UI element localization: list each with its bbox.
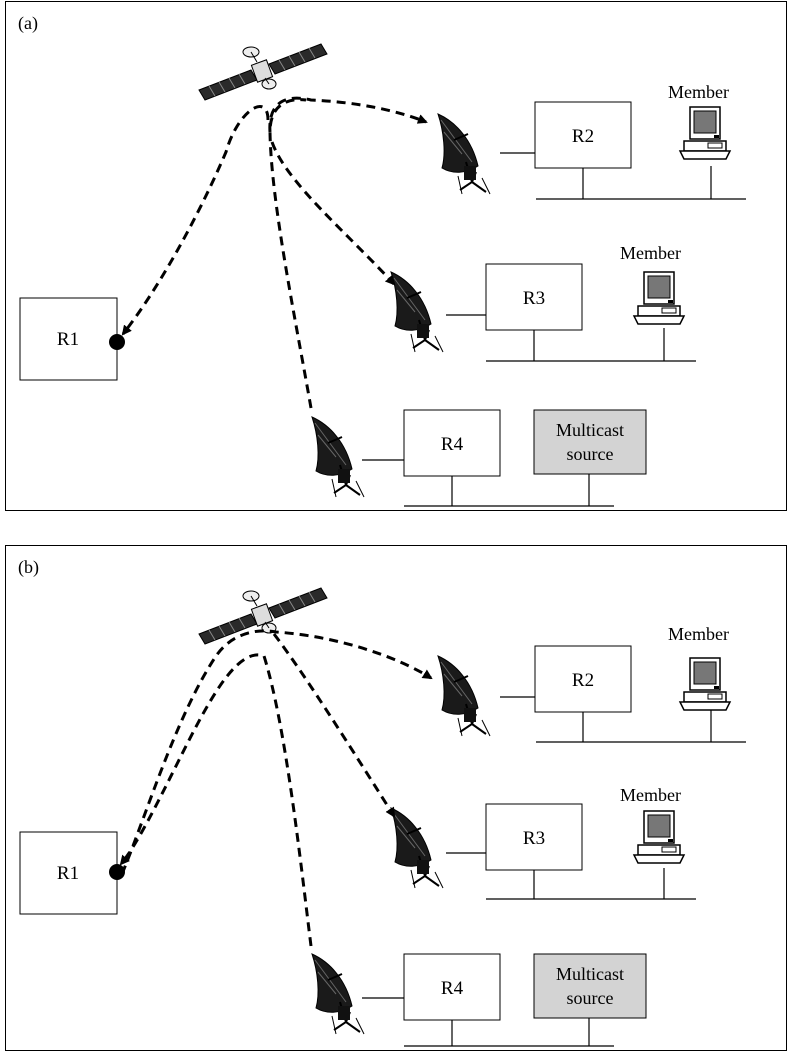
lan-r3 [486,328,696,362]
multicast-source-box [533,409,647,475]
lan-r3 [486,868,696,900]
router-r2-box [534,101,632,169]
router-r3-label: R3 [523,828,545,849]
satellite-dish-icon [437,655,491,737]
member-label: Member [620,785,681,805]
satellite-dish-icon [390,271,444,353]
panel-a: (a) R1 R2 Member R3 Member R4 Multicast … [5,1,787,511]
lan-r4 [404,1018,614,1047]
router-r1-label: R1 [57,329,79,350]
router-endpoint-dot [109,334,125,350]
satellite-dish-icon [437,113,491,195]
uplink-arrow-r4-to-r1 [119,653,313,947]
multicast-source-label-line1: Multicast [556,964,624,984]
router-r4-box [403,409,501,477]
multicast-source-box [533,953,647,1019]
router-r2-box [534,645,632,713]
multicast-source-label-line2: source [567,988,614,1008]
computer-icon [633,810,685,864]
router-r4-label: R4 [441,978,464,999]
router-r4-label: R4 [441,434,464,455]
satellite-dish-icon [311,416,365,498]
diagram-b: (b) R1 R2 Member R3 Member R4 Multicast … [18,557,746,1047]
member-label: Member [668,82,729,102]
satellite-dish-icon [311,953,365,1035]
downlink-arrow-r2 [120,629,433,875]
router-r1-box [19,297,118,381]
router-r1-label: R1 [57,863,79,884]
multicast-source-label-line2: source [567,444,614,464]
downlink-arrow-r3 [270,141,396,286]
router-r1-box [19,831,118,915]
router-r3-box [485,803,583,871]
panel-label: (a) [18,13,38,34]
computer-icon [633,271,685,325]
multicast-source-label-line1: Multicast [556,420,624,440]
computer-icon [679,657,731,711]
satellite-dish-icon [390,807,444,889]
downlink-arrow-r1 [121,105,270,336]
router-r2-label: R2 [572,670,594,691]
computer-icon [679,106,731,160]
uplink-arrow-r4 [268,98,313,409]
router-endpoint-dot [109,864,125,880]
panel-label: (b) [18,557,39,578]
lan-r2 [536,166,746,200]
router-r3-label: R3 [523,288,545,309]
satellite-icon [198,43,328,101]
panel-b: (b) R1 R2 Member R3 Member R4 Multicast … [5,545,787,1051]
member-label: Member [668,624,729,644]
downlink-arrow-r2 [268,96,428,133]
lan-r2 [536,710,746,743]
router-r4-box [403,953,501,1021]
router-r2-label: R2 [572,126,594,147]
member-label: Member [620,243,681,263]
diagram-a: (a) R1 R2 Member R3 Member R4 Multicast … [18,13,746,507]
downlink-arrow-r3 [272,633,396,818]
lan-r4 [404,474,614,507]
